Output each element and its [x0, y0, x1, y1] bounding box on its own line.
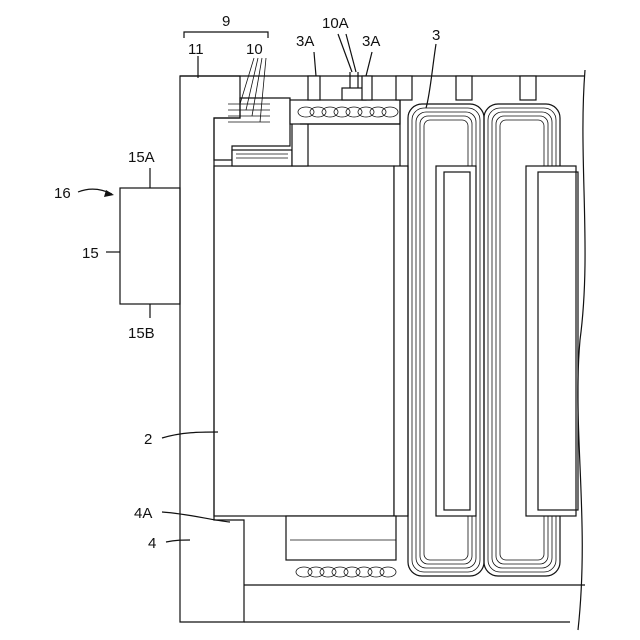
label-3A-right: 3A: [362, 33, 380, 50]
coil-3-second: [484, 104, 578, 576]
label-15B: 15B: [128, 325, 155, 342]
label-2: 2: [144, 431, 152, 448]
label-4: 4: [148, 535, 156, 552]
reference-labels: 9 11 10 10A 3A 3A 3 15A 16 15 15B 2 4A 4: [54, 13, 440, 552]
upper-components: [232, 72, 536, 166]
label-4A: 4A: [134, 505, 152, 522]
label-15A: 15A: [128, 149, 155, 166]
bottom-coil-turns: [296, 567, 396, 577]
bracket-15: [120, 188, 180, 304]
label-9: 9: [222, 13, 230, 30]
bottom-components: [286, 516, 396, 577]
break-line: [578, 70, 585, 630]
label-10: 10: [246, 41, 263, 58]
label-16: 16: [54, 185, 71, 202]
label-11: 11: [188, 41, 204, 58]
core-2: [214, 166, 408, 516]
label-10A: 10A: [322, 15, 349, 32]
coil-3-first: [408, 104, 484, 576]
label-3A-left: 3A: [296, 33, 314, 50]
label-15: 15: [82, 245, 99, 262]
label-3: 3: [432, 27, 440, 44]
